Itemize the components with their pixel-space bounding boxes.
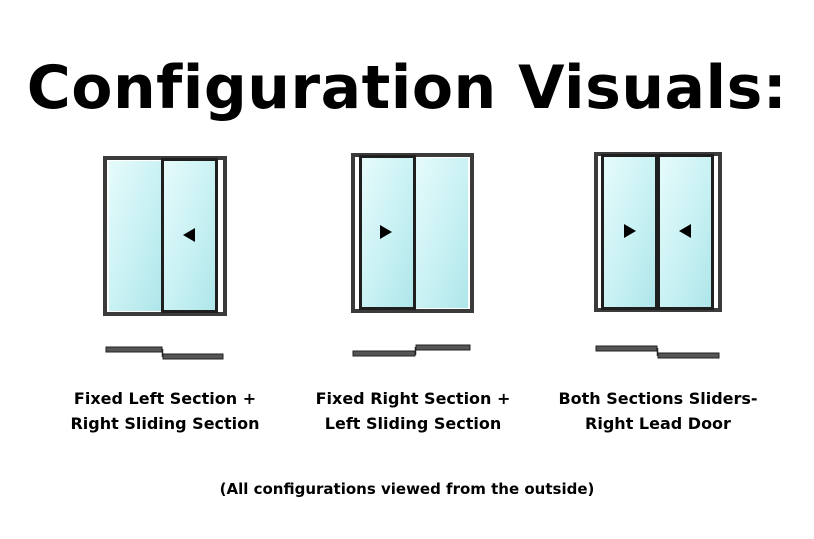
page-title: Configuration Visuals:	[26, 53, 788, 123]
caption-line-1: Fixed Left Section +	[73, 389, 257, 408]
door-fixed-right-left-sliding	[351, 153, 474, 313]
caption-line-1: Both Sections Sliders-	[558, 389, 758, 408]
fixed-left-panel	[109, 161, 161, 311]
slide-right-arrow-icon	[624, 224, 636, 238]
caption-line-1: Fixed Right Section +	[315, 389, 511, 408]
footnote: (All configurations viewed from the outs…	[219, 480, 595, 498]
caption-config-1: Fixed Left Section + Right Sliding Secti…	[55, 386, 275, 436]
fixed-right-panel	[416, 158, 468, 308]
slide-left-arrow-icon	[679, 224, 691, 238]
slide-left-arrow-icon	[183, 228, 195, 242]
caption-config-2: Fixed Right Section + Left Sliding Secti…	[303, 386, 523, 436]
plan-view-1	[105, 346, 224, 360]
plan-view-2	[352, 344, 471, 357]
door-both-sliders-right-lead	[594, 152, 722, 312]
caption-config-3: Both Sections Sliders- Right Lead Door	[548, 386, 768, 436]
caption-line-2: Right Sliding Section	[70, 414, 260, 433]
slide-right-arrow-icon	[380, 225, 392, 239]
caption-line-2: Left Sliding Section	[324, 414, 502, 433]
door-fixed-left-right-sliding	[103, 156, 227, 316]
plan-view-3	[595, 345, 720, 359]
caption-line-2: Right Lead Door	[585, 414, 731, 433]
